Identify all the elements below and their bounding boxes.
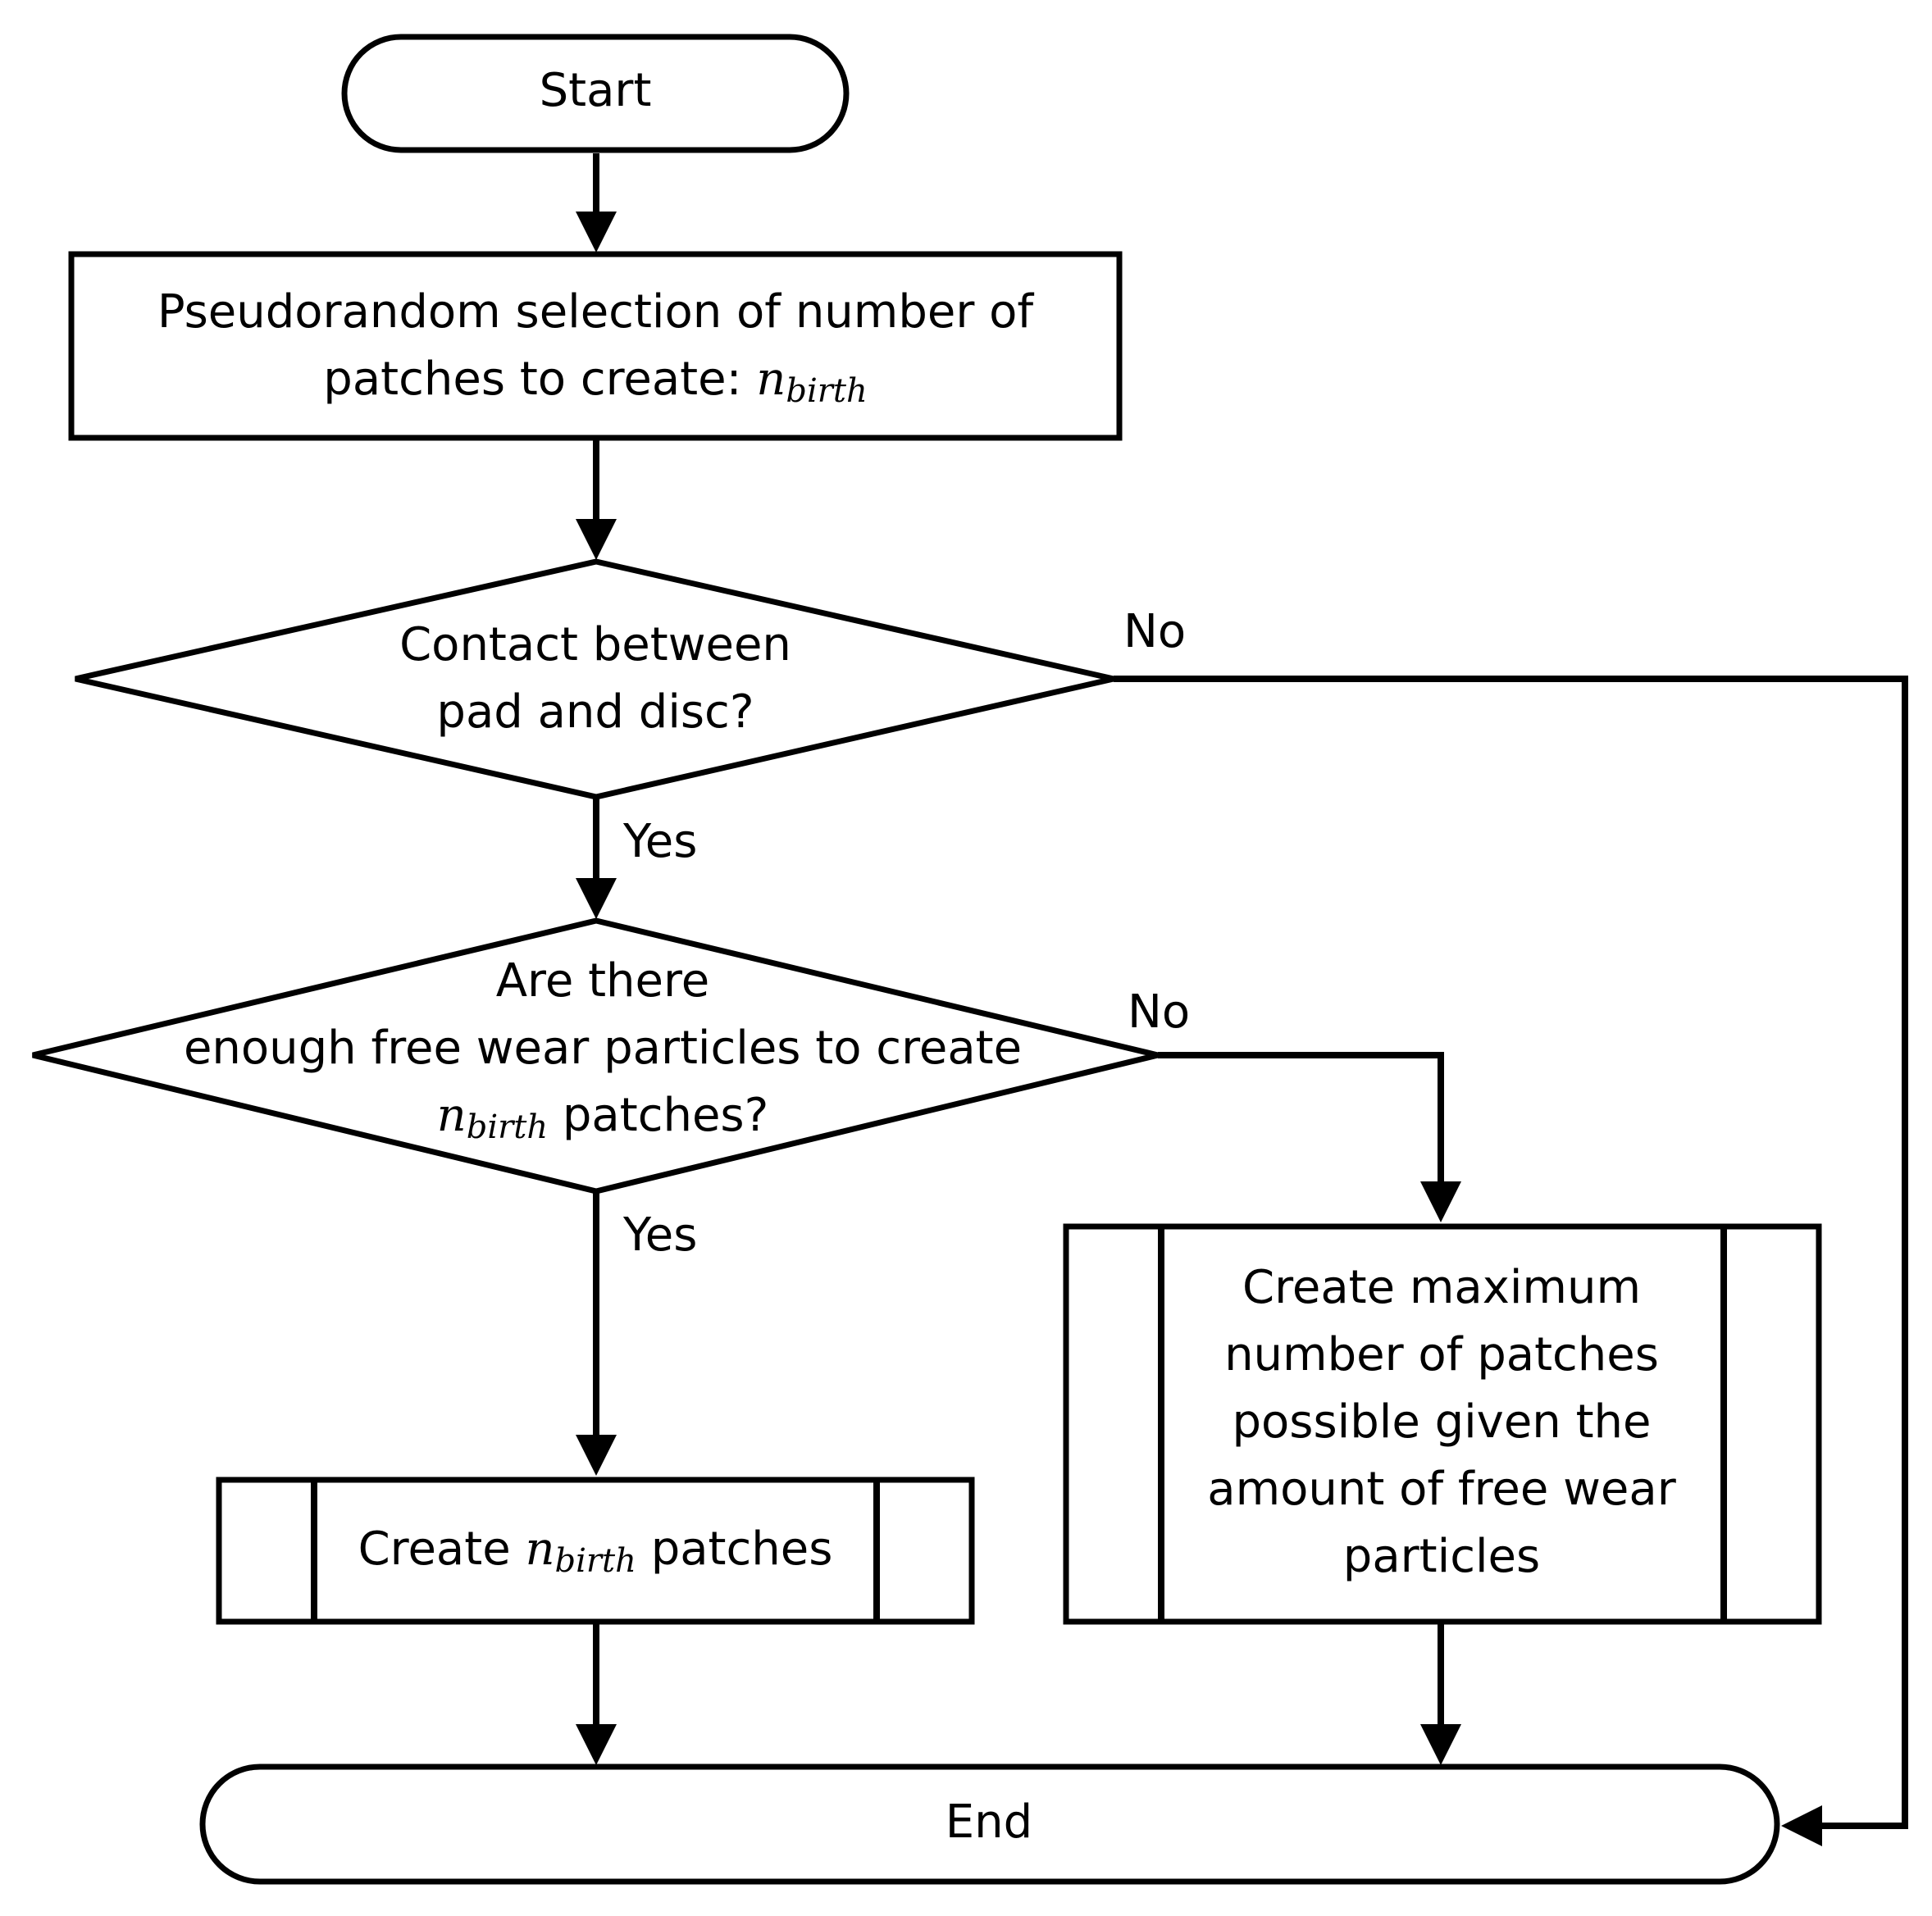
n-birth-symbol: n — [756, 353, 786, 406]
selection-line-2: patches to create: nbirth — [323, 353, 867, 411]
contact-line-2: pad and disc? — [436, 685, 754, 739]
arrowhead-select — [576, 212, 617, 253]
create-max-line-1: Create maximum — [1242, 1261, 1641, 1314]
edge-labels: No Yes No Yes — [622, 605, 1190, 1262]
enough-particles-decision: Are there enough free wear particles to … — [32, 917, 1159, 1195]
contact-decision: Contact between pad and disc? — [75, 558, 1114, 800]
create-max-line-4: amount of free wear — [1207, 1463, 1676, 1516]
selection-line-1: Pseudorandom selection of number of — [157, 285, 1035, 339]
start-label: Start — [540, 64, 652, 117]
create-n-birth-label: Create nbirth patches — [358, 1522, 833, 1581]
edge-contact-no — [1114, 676, 1908, 1829]
enough-line-3: nbirth patches? — [437, 1089, 769, 1147]
selection-process: Pseudorandom selection of number of patc… — [68, 251, 1123, 441]
enough-no-label: No — [1128, 985, 1190, 1039]
end-terminal: End — [199, 1764, 1780, 1885]
enough-line-1: Are there — [496, 954, 710, 1008]
contact-yes-label: Yes — [622, 815, 697, 868]
enough-yes-label: Yes — [622, 1208, 697, 1262]
n-birth-subscript: birth — [786, 372, 867, 410]
contact-line-1: Contact between — [399, 618, 791, 671]
end-label: End — [945, 1795, 1032, 1849]
n-birth-symbol: n — [525, 1522, 554, 1576]
n-birth-subscript: birth — [467, 1108, 548, 1146]
create-max-process: Create maximum number of patches possibl… — [1063, 1223, 1822, 1625]
n-birth-subscript: birth — [555, 1542, 636, 1580]
contact-no-label: No — [1123, 605, 1186, 658]
create-n-birth-process: Create nbirth patches — [216, 1477, 975, 1625]
edge-enough-no — [1158, 1052, 1444, 1187]
arrowhead-create-n — [576, 1435, 617, 1476]
n-birth-symbol: n — [437, 1089, 467, 1142]
arrowhead-end-left — [576, 1724, 617, 1765]
arrowhead-end-right — [1420, 1724, 1461, 1765]
arrowhead-end-side — [1781, 1805, 1822, 1846]
create-max-line-2: number of patches — [1224, 1328, 1659, 1381]
create-max-line-5: particles — [1343, 1530, 1540, 1583]
arrowhead-create-max — [1420, 1181, 1461, 1222]
start-terminal: Start — [341, 34, 850, 153]
arrowhead-contact — [576, 519, 617, 560]
arrowhead-enough — [576, 878, 617, 919]
create-max-line-3: possible given the — [1233, 1395, 1652, 1449]
enough-line-2: enough free wear particles to create — [184, 1022, 1022, 1075]
connectors — [576, 153, 1908, 1846]
